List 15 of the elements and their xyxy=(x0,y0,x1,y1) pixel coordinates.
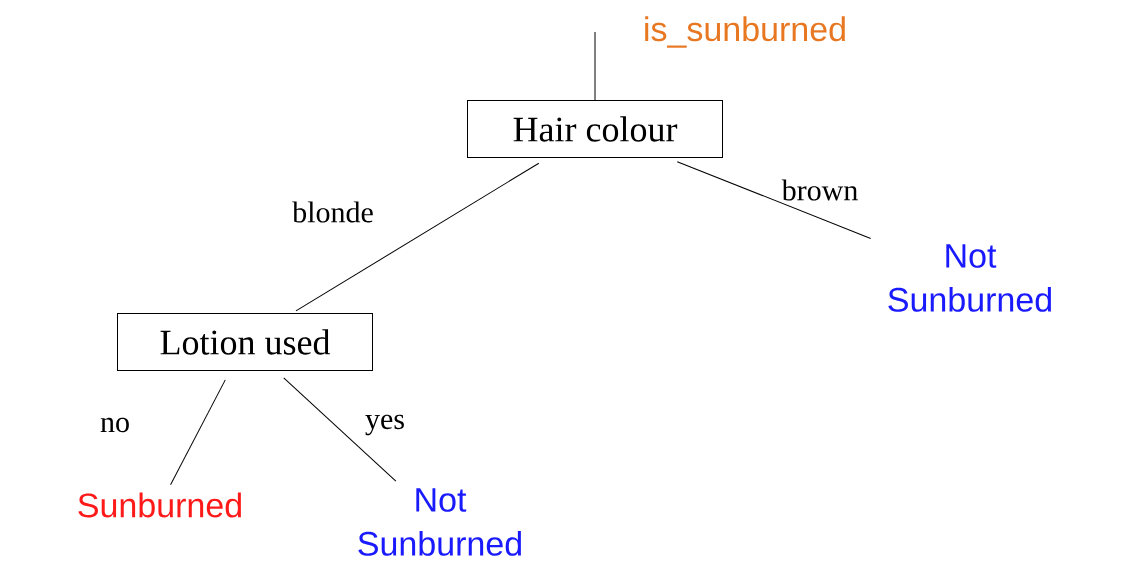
root-label: is_sunburned xyxy=(645,16,845,48)
edge-label: brown xyxy=(780,178,860,202)
edge-label: no xyxy=(99,416,131,434)
leaf-label: Sunburned xyxy=(78,492,241,518)
decision-box: Lotion used xyxy=(117,313,373,371)
connector-line xyxy=(594,31,596,101)
edge-label: yes xyxy=(364,413,406,437)
leaf-label: Not Sunburned xyxy=(888,244,1051,312)
connector-line xyxy=(283,377,397,482)
leaf-label: Not Sunburned xyxy=(358,488,521,556)
connector-line xyxy=(295,162,540,312)
connector-line xyxy=(676,161,872,239)
decision-box: Hair colour xyxy=(467,100,723,158)
connector-line xyxy=(170,379,226,486)
edge-label: blonde xyxy=(291,200,375,224)
